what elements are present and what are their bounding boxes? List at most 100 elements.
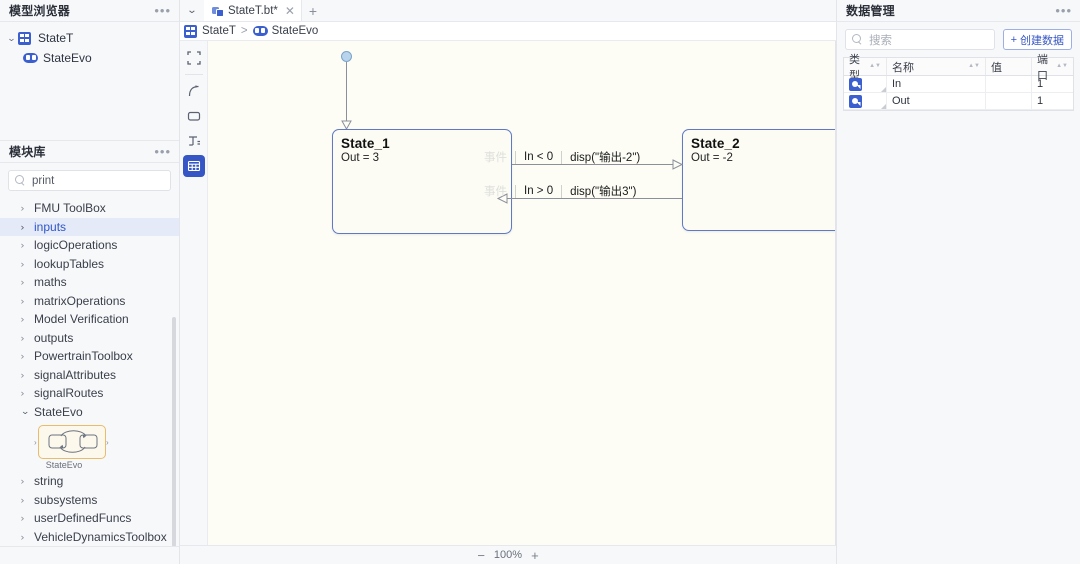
chevron-right-icon[interactable]: › [20,203,25,214]
model-browser-more-icon[interactable]: ••• [154,2,171,18]
label-divider [515,184,516,198]
cell-value[interactable] [986,76,1032,92]
breadcrumb-item-statet[interactable]: StateT [184,24,236,38]
library-item-outputs[interactable]: › outputs [0,329,179,348]
library-search-value: print [32,174,55,187]
transition-line-1[interactable] [512,164,675,165]
library-item-maths[interactable]: › maths [0,273,179,292]
library-item-powertraintoolbox[interactable]: › PowertrainToolbox [0,347,179,366]
column-header-type[interactable]: 类型 ▲▼ [844,54,887,82]
zoom-level-label: 100% [493,549,523,561]
state-box-icon[interactable] [183,105,205,127]
library-item-subsystems[interactable]: › subsystems [0,491,179,510]
state-box-state-2[interactable]: State_2 Out = -2 [682,129,835,231]
tree-item-stateevo[interactable]: StateEvo [0,48,179,68]
chevron-right-icon[interactable]: › [20,277,25,288]
cell-name[interactable]: In [887,76,986,92]
transition-action: disp("输出-2") [570,152,641,164]
library-tree-list[interactable]: › FMU ToolBox › inputs › logicOperations… [0,197,179,546]
library-item-inputs[interactable]: › inputs [0,217,179,236]
chevron-down-icon[interactable]: ⌄ [6,32,17,43]
transition-label-1[interactable]: 事件 In < 0 disp("输出-2") [484,149,640,165]
chevron-right-icon[interactable]: › [20,258,25,269]
entry-transition-line[interactable] [346,62,347,124]
sort-icon[interactable]: ▲▼ [869,63,881,69]
zoom-in-button[interactable]: + [531,547,539,563]
chevron-down-icon[interactable]: ⌄ [20,406,30,417]
cell-value[interactable] [986,93,1032,109]
plus-icon: + [1010,33,1017,46]
library-item-signalroutes[interactable]: › signalRoutes [0,384,179,403]
library-item-label: logicOperations [34,238,118,253]
entry-point-marker[interactable] [341,51,352,62]
add-tab-icon[interactable]: + [308,2,318,19]
column-header-port[interactable]: 端口 ▲▼ [1032,54,1073,82]
chevron-right-icon[interactable]: › [20,295,25,306]
cell-type[interactable] [844,93,887,109]
library-item-userdefinedfuncs[interactable]: › userDefinedFuncs [0,509,179,528]
zoom-bar: − 100% + [180,545,836,564]
tree-item-statet[interactable]: ⌄ StateT [0,28,179,48]
fit-to-screen-icon[interactable] [183,47,205,69]
chevron-right-icon[interactable]: › [20,351,25,362]
stateevo-block-icon[interactable]: › › [34,425,109,459]
sort-icon[interactable]: ▲▼ [1056,63,1068,69]
cell-resize-corner [881,104,886,109]
create-data-button[interactable]: + 创建数据 [1002,29,1072,50]
column-header-name[interactable]: 名称 ▲▼ [887,58,986,75]
library-item-label: PowertrainToolbox [34,349,133,364]
library-item-signalattributes[interactable]: › signalAttributes [0,366,179,385]
data-search-input[interactable]: 搜索 [845,29,995,50]
chevron-right-icon[interactable]: › [20,314,25,325]
table-row[interactable]: Out 1 [844,93,1073,110]
state-diagram-canvas[interactable]: State_1 Out = 3 State_2 Out = -2 事件 In <… [208,41,836,545]
state-box-state-1[interactable]: State_1 Out = 3 [332,129,512,234]
data-manager-more-icon[interactable]: ••• [1055,2,1072,18]
chevron-right-icon[interactable]: › [20,221,25,232]
breadcrumb: StateT > StateEvo [180,22,836,41]
chevron-right-icon[interactable]: › [20,531,25,542]
sort-icon[interactable]: ▲▼ [968,63,980,69]
library-item-string[interactable]: › string [0,472,179,491]
cell-type[interactable] [844,76,887,92]
column-label: 名称 [892,61,914,74]
chevron-right-icon[interactable]: › [20,332,25,343]
library-item-matrixoperations[interactable]: › matrixOperations [0,292,179,311]
transition-icon[interactable] [183,80,205,102]
chevron-right-icon[interactable]: › [20,369,25,380]
column-header-value[interactable]: 值 [986,58,1032,75]
library-item-stateevo[interactable]: ⌄ StateEvo [0,403,179,422]
library-item-fmu-toolbox[interactable]: › FMU ToolBox [0,199,179,218]
cell-name[interactable]: Out [887,93,986,109]
chevron-right-icon[interactable]: › [20,388,25,399]
chevron-right-icon[interactable]: › [20,494,25,505]
zoom-out-button[interactable]: − [477,547,485,563]
tab-strip: ⌄ StateT.bt* ✕ + [180,0,836,22]
cell-resize-corner [881,87,886,92]
text-annotation-icon[interactable] [183,130,205,152]
library-search-input[interactable]: print [8,170,171,191]
tab-statet[interactable]: StateT.bt* ✕ [204,0,302,21]
chevron-right-icon[interactable]: › [20,240,25,251]
transition-line-2[interactable] [502,198,682,199]
cell-port[interactable]: 1 [1037,78,1044,90]
module-library-more-icon[interactable]: ••• [154,143,171,159]
module-library-title: 模块库 [9,145,46,159]
table-row[interactable]: In 1 [844,76,1073,93]
truth-table-icon[interactable] [182,155,205,177]
library-item-vehicledynamicstoolbox[interactable]: › VehicleDynamicsToolbox [0,528,179,547]
library-item-lookuptables[interactable]: › lookupTables [0,255,179,274]
cell-port[interactable]: 1 [1037,95,1044,107]
library-item-logicoperations[interactable]: › logicOperations [0,236,179,255]
tab-list-caret-icon[interactable]: ⌄ [186,5,198,16]
data-manager-toolbar: 搜索 + 创建数据 [837,22,1080,57]
chevron-right-icon[interactable]: › [20,476,25,487]
close-icon[interactable]: ✕ [284,3,295,18]
block-input-port: › [34,438,37,447]
transition-label-2[interactable]: 事件 In > 0 disp("输出3") [484,183,636,199]
breadcrumb-item-stateevo[interactable]: StateEvo [252,25,318,38]
library-item-label: maths [34,275,67,290]
library-scrollbar[interactable] [172,317,176,546]
library-item-model-verification[interactable]: › Model Verification [0,310,179,329]
chevron-right-icon[interactable]: › [20,513,25,524]
